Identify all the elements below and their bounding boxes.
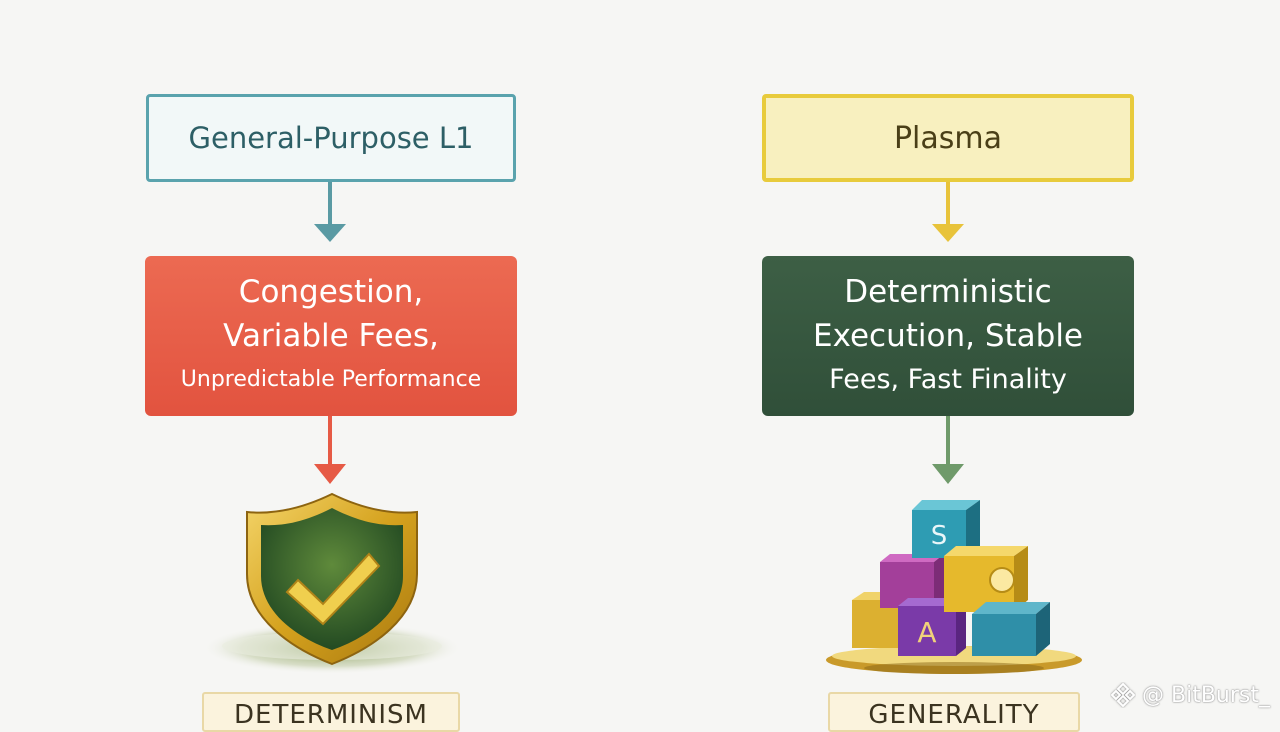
general-purpose-l1-box: General-Purpose L1 bbox=[146, 94, 516, 182]
arrow-down-icon bbox=[314, 416, 346, 484]
l1-problem-line: Congestion, bbox=[238, 274, 424, 310]
watermark: @ BitBurst_ bbox=[1110, 680, 1270, 710]
svg-text:A: A bbox=[917, 616, 936, 649]
l1-problem-line: Unpredictable Performance bbox=[180, 367, 482, 392]
determinism-label-box: DETERMINISM bbox=[202, 692, 460, 732]
svg-text:S: S bbox=[931, 521, 948, 551]
arrow-down-icon bbox=[314, 182, 346, 242]
watermark-text: @ BitBurst_ bbox=[1142, 682, 1270, 708]
arrow-down-icon bbox=[932, 182, 964, 242]
generality-label-box: GENERALITY bbox=[828, 692, 1080, 732]
binance-logo-icon bbox=[1110, 682, 1136, 708]
plasma-benefit-line: Fees, Fast Finality bbox=[829, 364, 1067, 395]
plasma-label: Plasma bbox=[893, 120, 1003, 156]
stacked-blocks-icon: A S bbox=[826, 500, 1082, 674]
shield-check-icon bbox=[202, 492, 462, 674]
plasma-benefit-line: Execution, Stable bbox=[812, 318, 1084, 354]
determinism-label: DETERMINISM bbox=[234, 700, 428, 730]
l1-problem-line: Variable Fees, bbox=[223, 318, 439, 354]
l1-problems-box: Congestion, Variable Fees, Unpredictable… bbox=[145, 256, 517, 416]
generality-label: GENERALITY bbox=[868, 700, 1040, 730]
arrow-down-icon bbox=[932, 416, 964, 484]
general-purpose-l1-label: General-Purpose L1 bbox=[188, 121, 474, 155]
plasma-box: Plasma bbox=[762, 94, 1134, 182]
plasma-benefit-line: Deterministic bbox=[844, 274, 1052, 310]
plasma-benefits-box: Deterministic Execution, Stable Fees, Fa… bbox=[762, 256, 1134, 416]
